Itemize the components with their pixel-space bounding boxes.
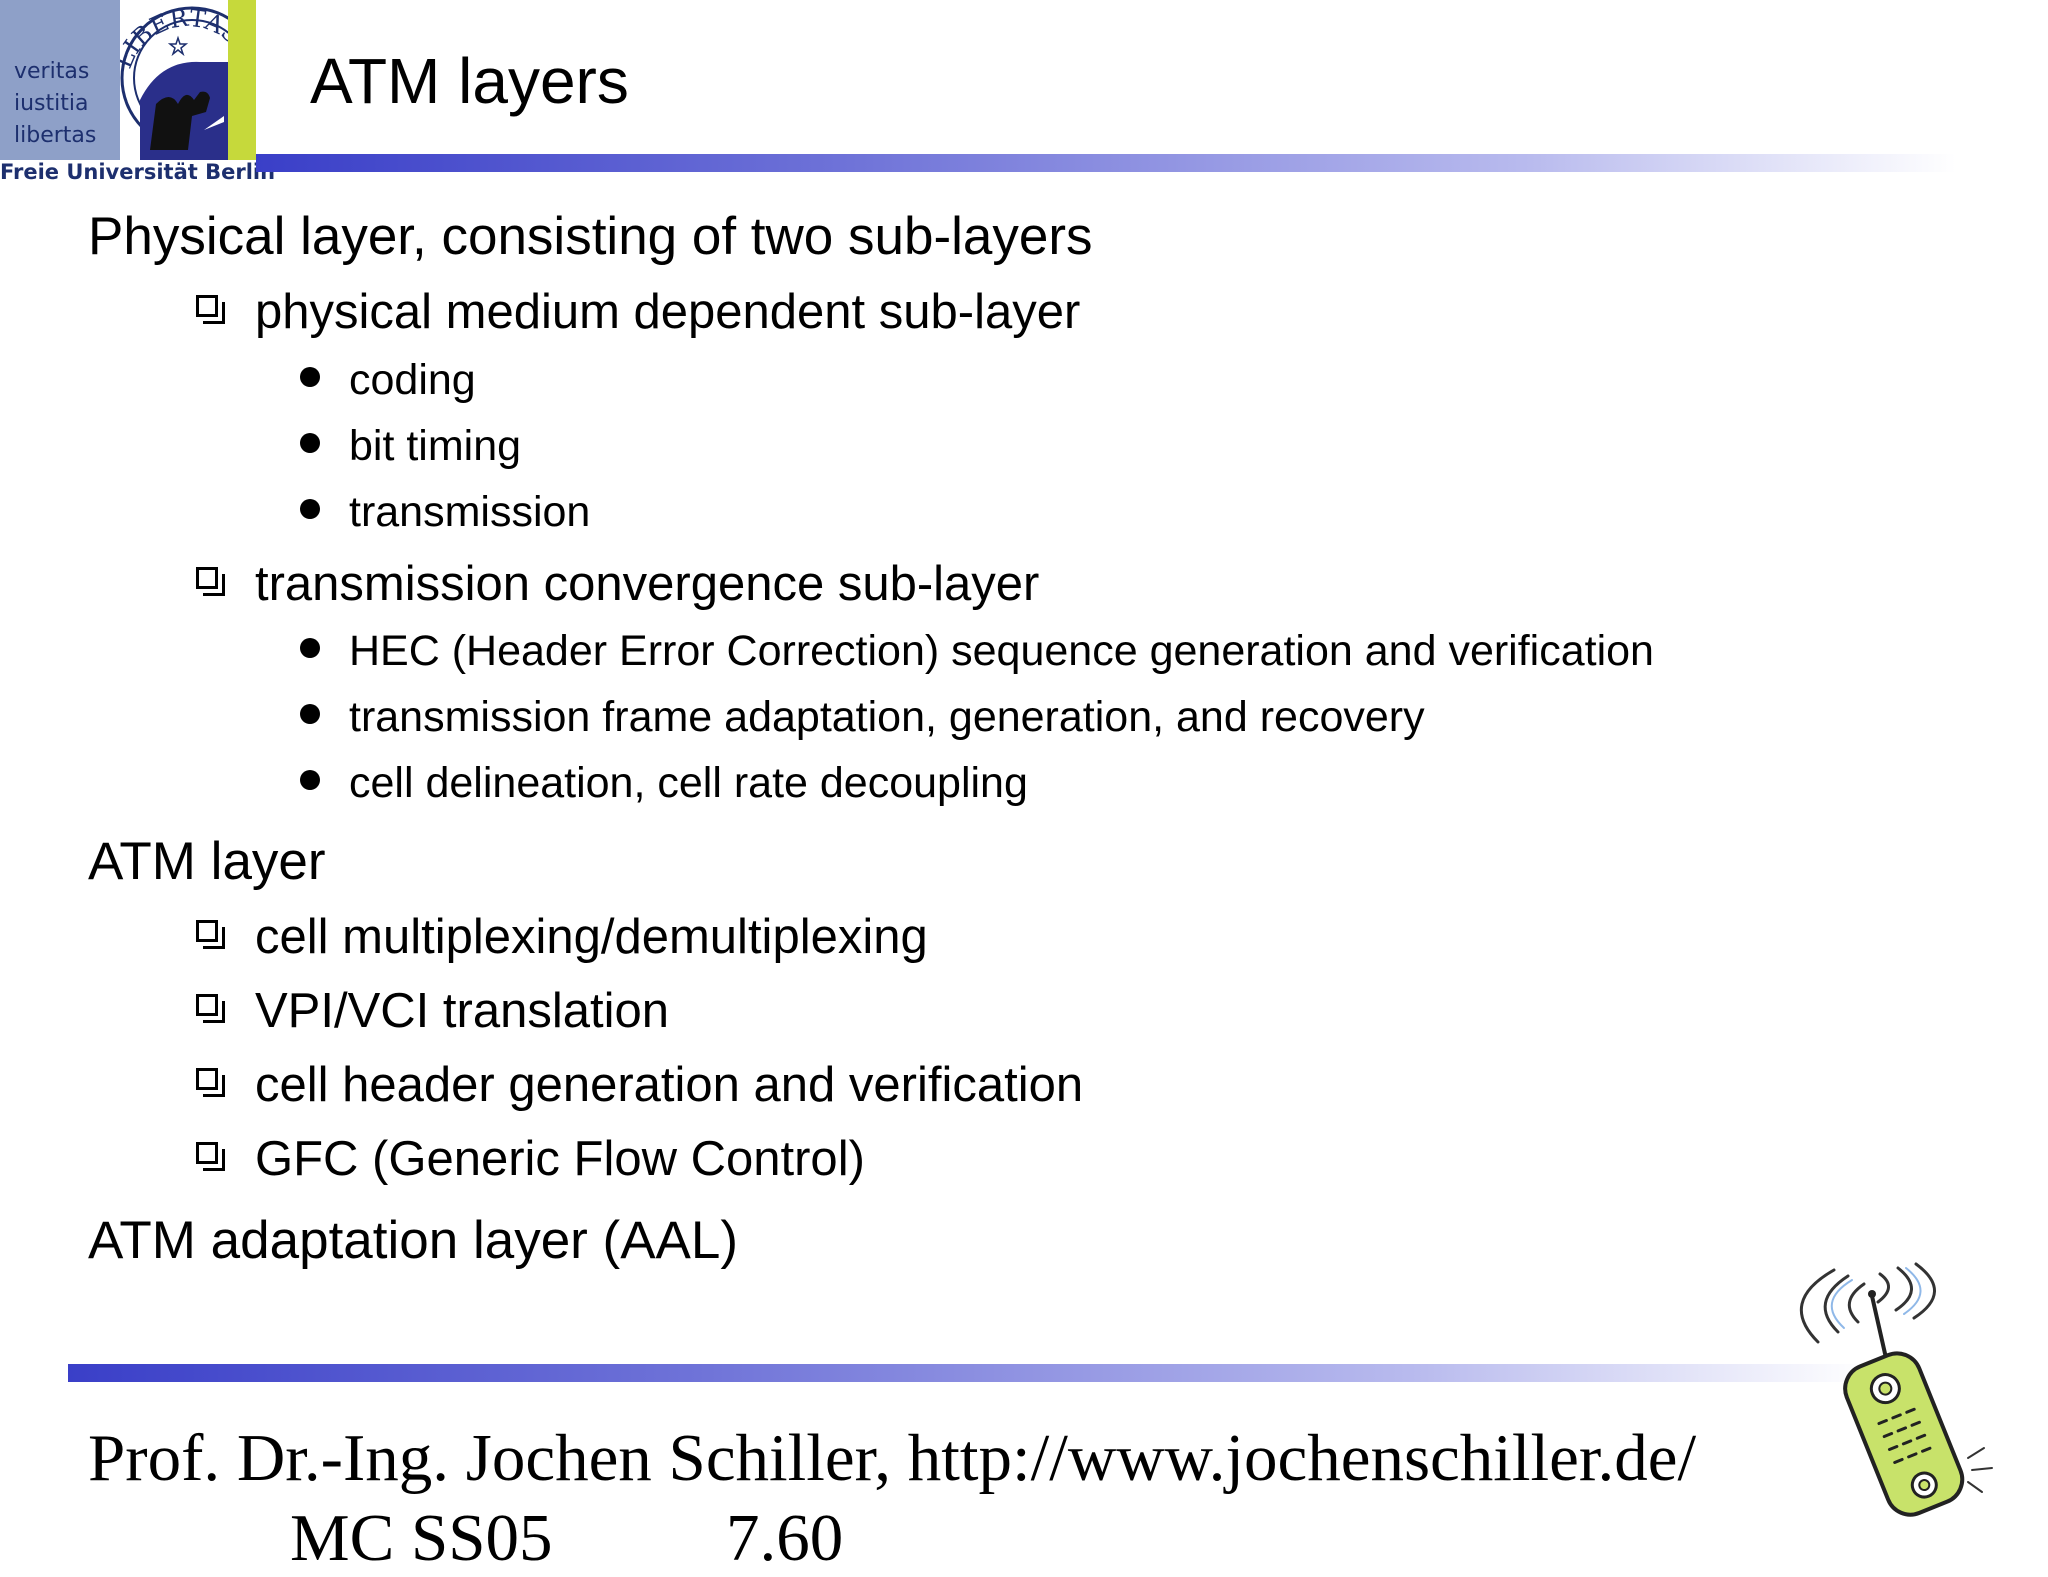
round-bullet-icon [300, 367, 320, 387]
list-subitem: bit timing [349, 422, 522, 470]
list-subitem: transmission [349, 488, 591, 536]
square-bullet-icon [196, 295, 225, 324]
bear-seal-icon: LIBERTAS [120, 0, 228, 160]
square-bullet-icon [196, 567, 225, 596]
university-name: Freie Universität Berlin [0, 160, 276, 184]
footer-credit: Prof. Dr.-Ing. Jochen Schiller, http://w… [88, 1421, 1697, 1495]
list-subitem: HEC (Header Error Correction) sequence g… [349, 627, 1654, 675]
square-bullet-icon [196, 994, 225, 1023]
slide-title: ATM layers [310, 45, 629, 117]
footer-divider [68, 1364, 1868, 1382]
round-bullet-icon [300, 704, 320, 724]
section-heading: ATM adaptation layer (AAL) [88, 1211, 739, 1270]
list-subitem: transmission frame adaptation, generatio… [349, 693, 1425, 741]
list-item: cell header generation and verification [255, 1058, 1084, 1112]
list-item: physical medium dependent sub-layer [255, 285, 1081, 339]
round-bullet-icon [300, 433, 320, 453]
square-bullet-icon [196, 1142, 225, 1171]
list-subitem: coding [349, 356, 476, 404]
logo-accent-bar [228, 0, 256, 160]
footer-course-page: MC SS05 7.60 [290, 1500, 843, 1577]
round-bullet-icon [300, 499, 320, 519]
footer-course: MC SS05 [290, 1501, 553, 1575]
footer-page-number: 7.60 [726, 1501, 844, 1575]
list-item: GFC (Generic Flow Control) [255, 1132, 865, 1186]
round-bullet-icon [300, 770, 320, 790]
logo-motto-line: iustitia [14, 91, 89, 116]
university-logo: veritas iustitia libertas LIBERTAS Freie… [0, 0, 276, 186]
list-subitem: cell delineation, cell rate decoupling [349, 759, 1028, 807]
logo-motto-line: veritas [14, 59, 90, 84]
section-heading: ATM layer [88, 832, 326, 891]
list-item: VPI/VCI translation [255, 984, 669, 1038]
title-divider [256, 154, 1956, 172]
section-heading: Physical layer, consisting of two sub-la… [88, 207, 1093, 266]
logo-motto-line: libertas [14, 123, 97, 148]
list-item: transmission convergence sub-layer [255, 557, 1040, 611]
logo-motto: veritas iustitia libertas [14, 56, 96, 152]
logo-motto-panel: veritas iustitia libertas [0, 0, 120, 160]
round-bullet-icon [300, 638, 320, 658]
square-bullet-icon [196, 1068, 225, 1097]
square-bullet-icon [196, 920, 225, 949]
mobile-phone-icon [1768, 1262, 1998, 1522]
list-item: cell multiplexing/demultiplexing [255, 910, 928, 964]
